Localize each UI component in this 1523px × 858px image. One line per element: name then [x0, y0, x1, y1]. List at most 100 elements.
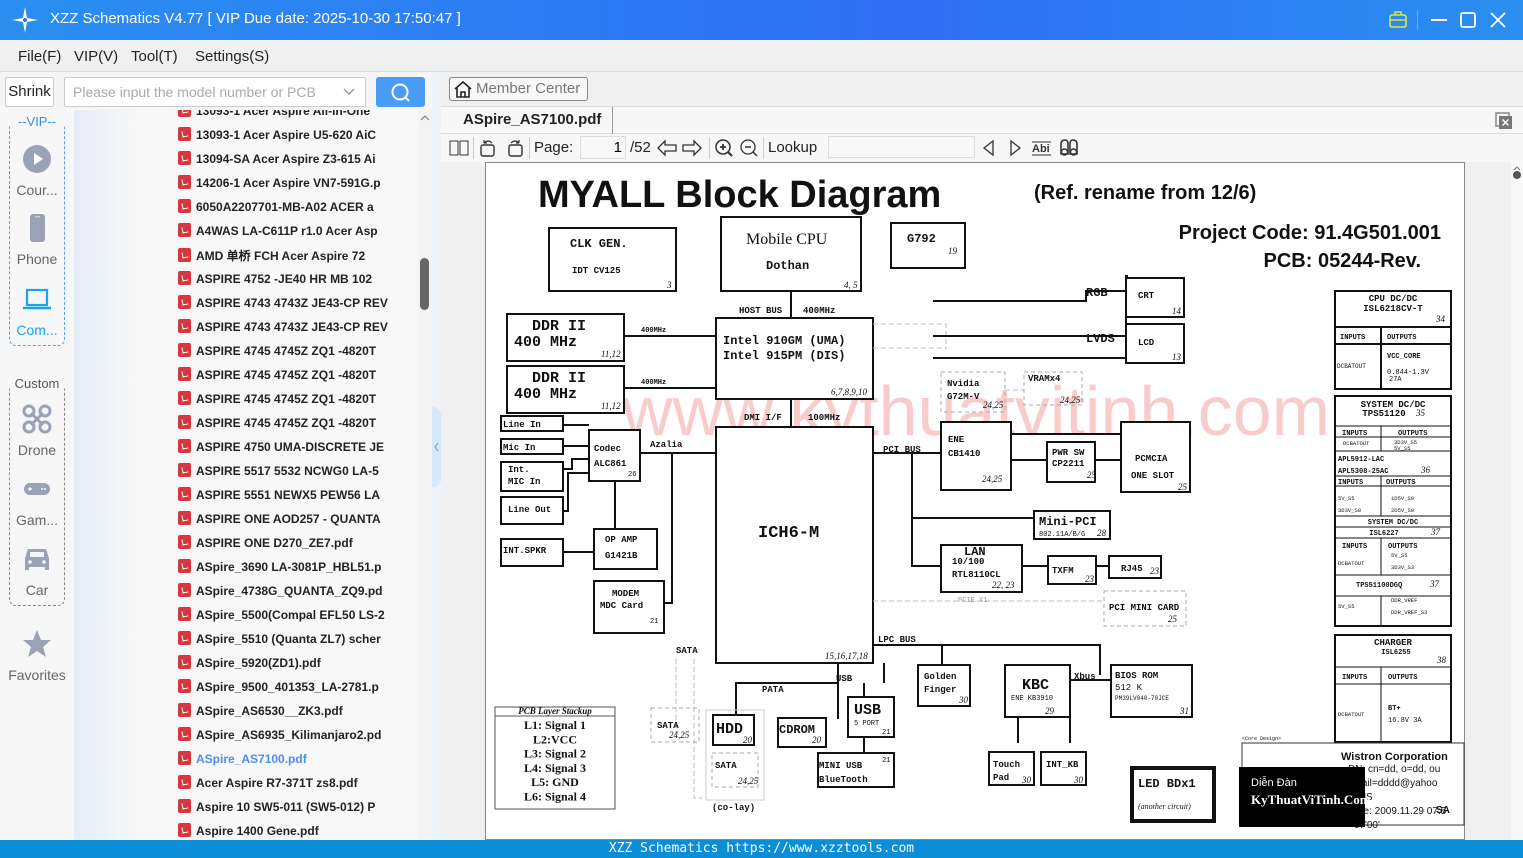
file-list-item[interactable]: 13093-1 Acer Aspire All-in-One — [178, 110, 414, 127]
file-list-item[interactable]: ASPIRE 4745 4745Z ZQ1 -4820T — [178, 367, 414, 391]
file-list-item[interactable]: ASpire_5920(ZD1).pdf — [178, 655, 414, 679]
file-list-item[interactable]: ASpire_4738G_QUANTA_ZQ9.pd — [178, 583, 414, 607]
file-list-item[interactable]: ASPIRE 4743 4743Z JE43-CP REV — [178, 319, 414, 343]
category-courses[interactable]: Cour... — [0, 144, 74, 198]
svg-text:30: 30 — [1073, 775, 1084, 785]
briefcase-icon[interactable] — [1386, 8, 1410, 32]
maximize-button[interactable] — [1456, 8, 1480, 32]
file-list-item[interactable]: ASPIRE 4745 4745Z ZQ1 -4820T — [178, 391, 414, 415]
pdf-viewer[interactable]: .bx{fill:#fff;stroke:#111;stroke-width:2… — [441, 162, 1511, 840]
file-list-item[interactable]: 6050A2207701-MB-A02 ACER a — [178, 199, 414, 223]
rotate-right-icon[interactable] — [505, 138, 525, 158]
svg-text:DCBATOUT: DCBATOUT — [1338, 711, 1365, 718]
custom-group: Custom — [9, 376, 65, 606]
zoom-in-icon[interactable] — [714, 138, 734, 158]
panel-splitter[interactable] — [432, 72, 441, 840]
previous-page-icon[interactable] — [656, 138, 678, 158]
menu-vip[interactable]: VIP(V) — [74, 48, 119, 65]
scrollbar-thumb[interactable] — [420, 258, 429, 310]
match-case-icon[interactable]: Abi — [1031, 138, 1053, 158]
category-drone[interactable]: Drone — [0, 404, 74, 458]
rotate-left-icon[interactable] — [478, 138, 498, 158]
file-list-item[interactable]: ASPIRE 4745 4745Z ZQ1 -4820T — [178, 343, 414, 367]
azalia-label: Azalia — [650, 440, 683, 450]
svg-text:3D3V_S3: 3D3V_S3 — [1391, 564, 1414, 571]
file-list-item[interactable]: 14206-1 Acer Aspire VN7-591G.p — [178, 175, 414, 199]
file-list-item[interactable]: ASPIRE 5517 5532 NCWG0 LA-5 — [178, 463, 414, 487]
close-button[interactable] — [1486, 8, 1510, 32]
collapse-panel-button[interactable] — [432, 407, 441, 487]
file-list-item[interactable]: 13094-SA Acer Aspire Z3-615 Ai — [178, 151, 414, 175]
document-tabs: ASpire_AS7100.pdf — [441, 106, 1523, 134]
stackup-layer: L3: Signal 2 — [524, 747, 586, 761]
member-center-button[interactable]: Member Center — [449, 77, 588, 101]
file-list-item[interactable]: ASpire_AS7100.pdf — [178, 751, 414, 775]
pdf-file-icon — [178, 295, 191, 309]
file-list-item[interactable]: ASpire_5500(Compal EFL50 LS-2 — [178, 607, 414, 631]
tab-document[interactable]: ASpire_AS7100.pdf — [441, 107, 613, 134]
file-list-item[interactable]: ASPIRE ONE D270_ZE7.pdf — [178, 535, 414, 559]
file-list-item[interactable]: 13093-1 Acer Aspire U5-620 AiC — [178, 127, 414, 151]
file-list-item[interactable]: ASPIRE 4743 4743Z JE43-CP REV — [178, 295, 414, 319]
shrink-button[interactable]: Shrink — [5, 77, 54, 107]
file-list-item[interactable]: Aspire 10 SW5-011 (SW5-012) P — [178, 799, 414, 823]
menu-tool[interactable]: Tool(T) — [131, 48, 178, 65]
svg-text:400 MHz: 400 MHz — [514, 386, 577, 403]
file-list-item[interactable]: Aspire 1400 Gene.pdf — [178, 823, 414, 840]
search-input[interactable] — [65, 78, 335, 106]
svg-text:Codec: Codec — [594, 444, 621, 454]
category-computer[interactable]: Com... — [0, 284, 74, 338]
block-cpu-dcdc: CPU DC/DC ISL6218CV-T 34 INPUTS OUTPUTS … — [1334, 290, 1452, 390]
find-previous-icon[interactable] — [981, 138, 997, 158]
category-games[interactable]: Gam... — [0, 474, 74, 528]
file-list-item[interactable]: ASpire_AS6530__ZK3.pdf — [178, 703, 414, 727]
chevron-down-icon[interactable] — [342, 84, 356, 98]
svg-text:Int.: Int. — [508, 465, 530, 475]
page-number-input[interactable] — [580, 136, 626, 159]
svg-text:30: 30 — [1021, 775, 1032, 785]
minimize-button[interactable] — [1427, 8, 1451, 32]
svg-text:MIC In: MIC In — [508, 477, 540, 487]
file-list-item[interactable]: Acer Aspire R7-371T zs8.pdf — [178, 775, 414, 799]
category-phone[interactable]: Phone — [0, 213, 74, 267]
scroll-up-icon[interactable] — [1512, 166, 1522, 180]
file-name: ASPIRE 4745 4745Z ZQ1 -4820T — [196, 368, 377, 382]
file-list-item[interactable]: AMD 单桥 FCH Acer Aspire 72 — [178, 247, 414, 271]
lpc-bus-label: LPC BUS — [878, 635, 916, 645]
file-list-item[interactable]: ASpire_3690 LA-3081P_HBL51.p — [178, 559, 414, 583]
search-button[interactable] — [376, 77, 425, 107]
svg-text:24,25: 24,25 — [983, 400, 1004, 410]
find-next-icon[interactable] — [1007, 138, 1023, 158]
block-line-out: Line Out — [500, 496, 564, 525]
scroll-up-icon[interactable] — [420, 114, 430, 122]
menu-settings[interactable]: Settings(S) — [195, 48, 270, 65]
svg-text:DCBATOUT: DCBATOUT — [1343, 440, 1370, 447]
binoculars-icon[interactable] — [1058, 138, 1080, 158]
category-car[interactable]: Car — [0, 544, 74, 598]
file-list-item[interactable]: ASPIRE 4752 -JE40 HR MB 102 — [178, 271, 414, 295]
file-list-item[interactable]: ASPIRE 4745 4745Z ZQ1 -4820T — [178, 415, 414, 439]
two-page-view-icon[interactable] — [449, 138, 469, 158]
zoom-out-icon[interactable] — [739, 138, 759, 158]
dmi-freq: 100MHz — [808, 413, 840, 423]
viewer-scrollbar[interactable] — [1511, 162, 1523, 840]
svg-text:ENE: ENE — [948, 435, 965, 445]
file-name: 13094-SA Acer Aspire Z3-615 Ai — [196, 152, 376, 166]
next-page-icon[interactable] — [681, 138, 703, 158]
svg-text:PWR SW: PWR SW — [1052, 448, 1085, 458]
close-all-tabs-icon[interactable] — [1495, 112, 1513, 130]
file-list-item[interactable]: ASpire_9500_401353_LA-2781.p — [178, 679, 414, 703]
file-list-item[interactable]: ASPIRE 5551 NEWX5 PEW56 LA — [178, 487, 414, 511]
file-list-item[interactable]: ASpire_5510 (Quanta ZL7) scher — [178, 631, 414, 655]
file-list-item[interactable]: ASPIRE 4750 UMA-DISCRETE JE — [178, 439, 414, 463]
status-bar: XZZ Schematics https://www.xzztools.com — [0, 840, 1523, 858]
category-favorites[interactable]: Favorites — [0, 629, 74, 683]
file-list-item[interactable]: ASPIRE ONE AOD257 - QUANTA — [178, 511, 414, 535]
file-list-item[interactable]: A4WAS LA-C611P r1.0 Acer Asp — [178, 223, 414, 247]
svg-text:Line In: Line In — [503, 420, 541, 430]
lookup-input[interactable] — [828, 136, 975, 158]
file-list-item[interactable]: ASpire_AS6935_Kilimanjaro2.pd — [178, 727, 414, 751]
file-list-scrollbar[interactable] — [418, 110, 432, 840]
pdf-file-icon — [178, 751, 191, 765]
menu-file[interactable]: File(F) — [18, 48, 62, 65]
